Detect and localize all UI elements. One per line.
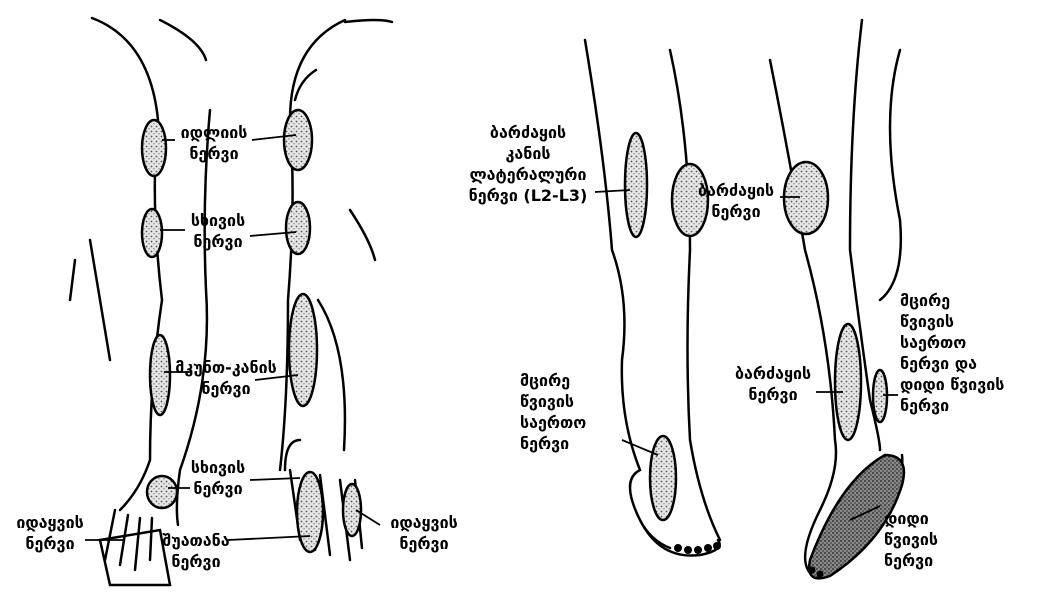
radial-zone-right: [286, 202, 310, 254]
label-line: ბარძაყის: [735, 363, 811, 384]
label-line: ნერვი: [390, 533, 457, 554]
femoral-zone-right: [784, 162, 828, 234]
label-line: დიდი: [884, 508, 938, 529]
label-line: ნერვი და: [900, 353, 1004, 374]
label-line: იდლიის: [181, 122, 248, 143]
axillary-zone-right: [284, 110, 312, 170]
label-line: ნერვი: [191, 478, 245, 499]
label-line: წვივის: [884, 529, 938, 550]
label-line: ლატერალური: [469, 164, 588, 185]
label-line: ნერვი: [191, 231, 245, 252]
label-line: ნერვი: [735, 384, 811, 405]
label-line: კანის: [469, 143, 588, 164]
label-line: ბარძაყის: [469, 122, 588, 143]
label-line: საერთო: [900, 332, 1004, 353]
median-zone-right: [297, 472, 323, 552]
femoral-zone-lower: [835, 324, 861, 440]
right-thumb: [285, 440, 300, 470]
musculocutaneous-zone-left: [150, 335, 170, 415]
left-shoulder-outline: [160, 20, 206, 60]
lateral-cutaneous-zone: [625, 133, 647, 237]
label-axillary-nerve: იდლიის ნერვი: [181, 122, 248, 164]
label-line: ნერვი: [698, 201, 774, 222]
label-musculocutaneous-nerve: მკუნთ-კანის ნერვი: [175, 357, 276, 399]
label-peroneal-and-tibial-nerves: მცირე წვივის საერთო ნერვი და დიდი წვივის…: [900, 290, 1004, 416]
label-radial-nerve-lower: სხივის ნერვი: [191, 457, 245, 499]
right-leg-inner-outline: [770, 60, 836, 510]
right-back-outline: [880, 50, 901, 300]
label-femoral-nerve-lower: ბარძაყის ნერვი: [735, 363, 811, 405]
toes: [674, 542, 824, 578]
label-line: დიდი წვივის: [900, 374, 1004, 395]
label-radial-nerve-upper: სხივის ნერვი: [191, 210, 245, 252]
torso-left-line: [90, 240, 110, 360]
label-tibial-nerve: დიდი წვივის ნერვი: [884, 508, 938, 571]
label-line: ნერვი: [16, 533, 83, 554]
label-ulnar-nerve-right: იდაყვის ნერვი: [390, 512, 457, 554]
musculocutaneous-zone-right: [289, 294, 317, 406]
label-line: ნერვი: [884, 550, 938, 571]
label-line: მცირე: [520, 370, 586, 391]
left-leg-inner-outline: [670, 50, 720, 540]
label-line: სხივის: [191, 210, 245, 231]
label-line: საერთო: [520, 412, 586, 433]
label-line: ნერვი: [520, 433, 586, 454]
right-shoulder-curve: [295, 70, 316, 100]
arm-zones: [142, 110, 361, 552]
axillary-zone-left: [142, 120, 166, 176]
label-median-nerve: შუათანა ნერვი: [162, 530, 229, 572]
label-line: ბარძაყის: [698, 180, 774, 201]
right-arm-outer-outline: [318, 300, 345, 450]
label-line: მცირე: [900, 290, 1004, 311]
ulnar-zone-right: [343, 484, 361, 536]
label-femoral-nerve-upper: ბარძაყის ნერვი: [698, 180, 774, 222]
label-line: ნერვი: [175, 378, 276, 399]
label-line: მკუნთ-კანის: [175, 357, 276, 378]
label-line: წვივის: [900, 311, 1004, 332]
label-line: ნერვი: [900, 395, 1004, 416]
left-arm-outer-outline: [92, 18, 162, 510]
label-line: ნერვი (L2-L3): [469, 185, 588, 206]
torso-right-line: [350, 210, 375, 260]
radial-zone-left: [142, 209, 162, 257]
peroneal-zone-right: [873, 370, 887, 422]
label-line: იდაყვის: [16, 512, 83, 533]
label-common-peroneal-nerve: მცირე წვივის საერთო ნერვი: [520, 370, 586, 454]
label-line: ნერვი: [181, 143, 248, 164]
label-line: სხივის: [191, 457, 245, 478]
label-ulnar-nerve-left: იდაყვის ნერვი: [16, 512, 83, 554]
label-lateral-femoral-cutaneous-nerve: ბარძაყის კანის ლატერალური ნერვი (L2-L3): [469, 122, 588, 206]
label-line: იდაყვის: [390, 512, 457, 533]
right-shoulder-outline: [345, 20, 392, 22]
peroneal-zone-left: [650, 436, 676, 520]
radial-zone-hand: [147, 476, 177, 508]
label-line: ნერვი: [162, 551, 229, 572]
label-line: წვივის: [520, 391, 586, 412]
torso-left-mark: [70, 260, 75, 300]
label-line: შუათანა: [162, 530, 229, 551]
